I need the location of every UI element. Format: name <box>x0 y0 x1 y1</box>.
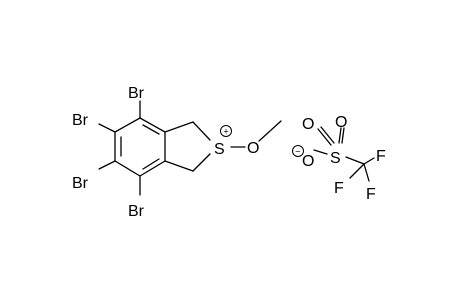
sulfonyl-oxygen-right-label: O <box>335 114 347 131</box>
fluorine-label-bottom: F <box>366 186 376 203</box>
bond-o-methyl <box>258 120 282 142</box>
thiolane-ring <box>164 121 211 172</box>
bromine-bonds <box>98 100 141 196</box>
bond-s-c <box>345 156 365 165</box>
bond-c-f-left <box>349 163 365 179</box>
bond-c-f-right <box>363 157 375 165</box>
bond-c4-c5 <box>114 160 141 177</box>
bond-c1-c2 <box>139 117 166 133</box>
positive-charge-sign: + <box>223 126 228 136</box>
negative-charge-circle <box>292 145 304 157</box>
fluorine-label-left: F <box>334 180 344 197</box>
sulfonium-sulfur-label: S <box>214 141 225 158</box>
bond-so-left-a <box>317 128 332 146</box>
bond-c5-br <box>98 160 116 170</box>
negative-charge-sign: − <box>295 146 300 156</box>
triflate-bonds <box>313 126 375 182</box>
methoxy-oxygen-label: O <box>247 140 259 157</box>
bond-ch2-bottom-s <box>192 153 211 172</box>
bromine-label-top: Br <box>128 85 145 102</box>
bond-c6-c1 <box>114 117 141 133</box>
bromine-label-bottom: Br <box>128 203 145 220</box>
double-bond-c3-c4 <box>142 158 160 170</box>
positive-charge-circle <box>220 125 232 137</box>
fluorine-label-right: F <box>376 148 386 165</box>
bond-ch2-top-s <box>192 121 211 141</box>
bromine-label-upper-left: Br <box>72 112 89 129</box>
anionic-oxygen-label: O <box>302 153 314 170</box>
sulfonyl-oxygen-left-label: O <box>302 116 314 133</box>
bond-c3-ch2-bottom <box>164 160 194 172</box>
methoxy-group <box>230 120 282 148</box>
bromine-label-lower-left: Br <box>72 175 89 192</box>
bond-o-minus-s <box>313 149 328 155</box>
bond-so-left-b <box>320 126 335 144</box>
bond-so-right-b <box>341 127 345 144</box>
sulfonate-sulfur-label: S <box>330 150 341 167</box>
bond-c2-ch2-top <box>164 121 194 133</box>
double-bond-c1-c2 <box>142 124 160 135</box>
bond-so-right-a <box>338 127 342 144</box>
bond-c-f-bottom <box>363 163 370 182</box>
bond-c6-br <box>98 123 116 133</box>
bond-c3-c4 <box>139 160 166 177</box>
benzene-ring <box>114 117 166 177</box>
